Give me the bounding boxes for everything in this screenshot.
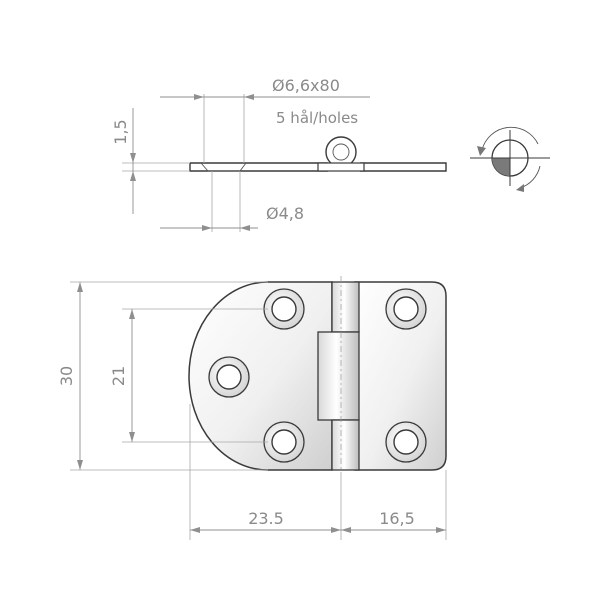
front-view bbox=[188, 276, 447, 476]
hole-top-left bbox=[263, 288, 305, 330]
side-view-leaf-left bbox=[189, 162, 328, 172]
total-height-label: 30 bbox=[57, 366, 76, 386]
knuckle-bottom bbox=[331, 419, 360, 471]
left-width-label: 23.5 bbox=[248, 509, 284, 528]
hole-spec-label: Ø6,6x80 bbox=[272, 76, 340, 95]
hole-top-right bbox=[385, 288, 427, 330]
right-width-label: 16,5 bbox=[379, 509, 415, 528]
knuckle-middle bbox=[317, 331, 360, 421]
leaf-right bbox=[354, 281, 447, 471]
side-view-leaf-right bbox=[360, 162, 447, 172]
hole-left bbox=[208, 356, 250, 398]
projection-symbol bbox=[470, 126, 550, 192]
pin-hole-side bbox=[332, 143, 350, 161]
hole-count-label: 5 hål/holes bbox=[276, 109, 358, 127]
front-dimensions: 30 21 23.5 16,5 bbox=[57, 281, 447, 540]
hole-bottom-right bbox=[385, 421, 427, 463]
hole-spacing-label: 21 bbox=[109, 366, 128, 386]
thickness-label: 1,5 bbox=[111, 119, 130, 144]
countersink-left bbox=[200, 162, 247, 172]
leaf-left bbox=[188, 281, 333, 471]
hole-bottom-left bbox=[263, 421, 305, 463]
knuckle-top bbox=[331, 281, 360, 333]
side-view: Ø6,6x80 5 hål/holes 1,5 Ø4,8 bbox=[111, 76, 447, 232]
knuckle-base bbox=[317, 162, 365, 172]
pin-diameter-label: Ø4,8 bbox=[266, 204, 304, 223]
